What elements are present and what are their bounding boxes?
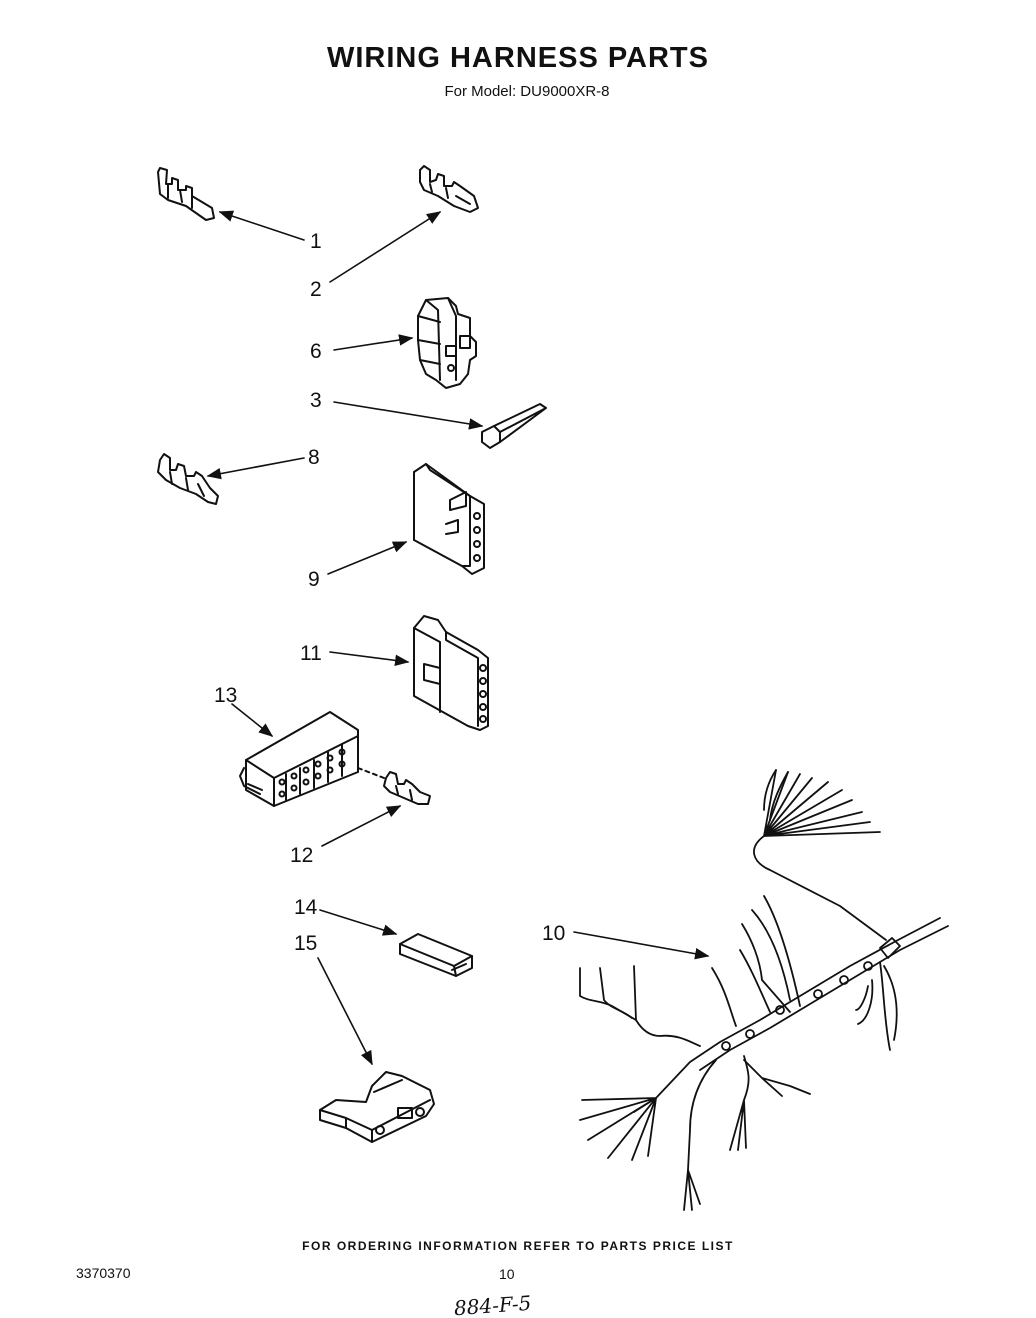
- leader-8: [206, 457, 305, 480]
- document-number: 3370370: [76, 1265, 131, 1281]
- ordering-note: FOR ORDERING INFORMATION REFER TO PARTS …: [302, 1239, 734, 1253]
- leader-12: [321, 805, 402, 847]
- callout-11: 11: [300, 642, 322, 665]
- callout-13: 13: [214, 684, 237, 707]
- part-2-terminal: [419, 165, 479, 213]
- page-number: 10: [499, 1266, 515, 1282]
- leader-13: [231, 703, 274, 737]
- part-13-to-12-dashed-line: [357, 767, 385, 779]
- callout-15: 15: [294, 932, 317, 955]
- callout-2: 2: [310, 278, 322, 301]
- leader-lines: [206, 210, 710, 1066]
- callout-10: 10: [542, 922, 565, 945]
- callout-8: 8: [308, 446, 320, 469]
- part-10-wiring-harness: [579, 769, 949, 1211]
- part-8-terminal: [157, 453, 219, 505]
- leader-11: [329, 651, 410, 667]
- callout-3: 3: [310, 389, 322, 412]
- leader-2: [329, 211, 442, 283]
- part-13-multi-pin-connector: [239, 711, 359, 807]
- callout-1: 1: [310, 230, 322, 253]
- leader-9: [327, 541, 408, 575]
- callout-6: 6: [310, 340, 322, 363]
- part-9-connector-housing: [413, 463, 485, 575]
- part-11-connector-housing: [413, 615, 489, 731]
- handwritten-note: 884-F-5: [453, 1291, 532, 1318]
- leader-3: [333, 401, 484, 430]
- callout-12: 12: [290, 844, 313, 867]
- leader-1: [218, 210, 305, 241]
- leader-10: [573, 931, 710, 960]
- part-12-terminal: [383, 771, 431, 805]
- callout-9: 9: [308, 568, 320, 591]
- part-15-bracket: [319, 1071, 435, 1143]
- leader-6: [333, 334, 414, 351]
- leader-15: [317, 957, 373, 1066]
- part-1-terminal: [157, 167, 215, 221]
- part-3-cable-tie: [481, 403, 547, 449]
- part-6-connector-block: [417, 297, 477, 389]
- callout-14: 14: [294, 896, 318, 919]
- model-subtitle: For Model: DU9000XR-8: [444, 83, 610, 100]
- page-title: WIRING HARNESS PARTS: [327, 42, 709, 74]
- leader-14: [319, 909, 398, 936]
- part-14-clip: [399, 933, 473, 977]
